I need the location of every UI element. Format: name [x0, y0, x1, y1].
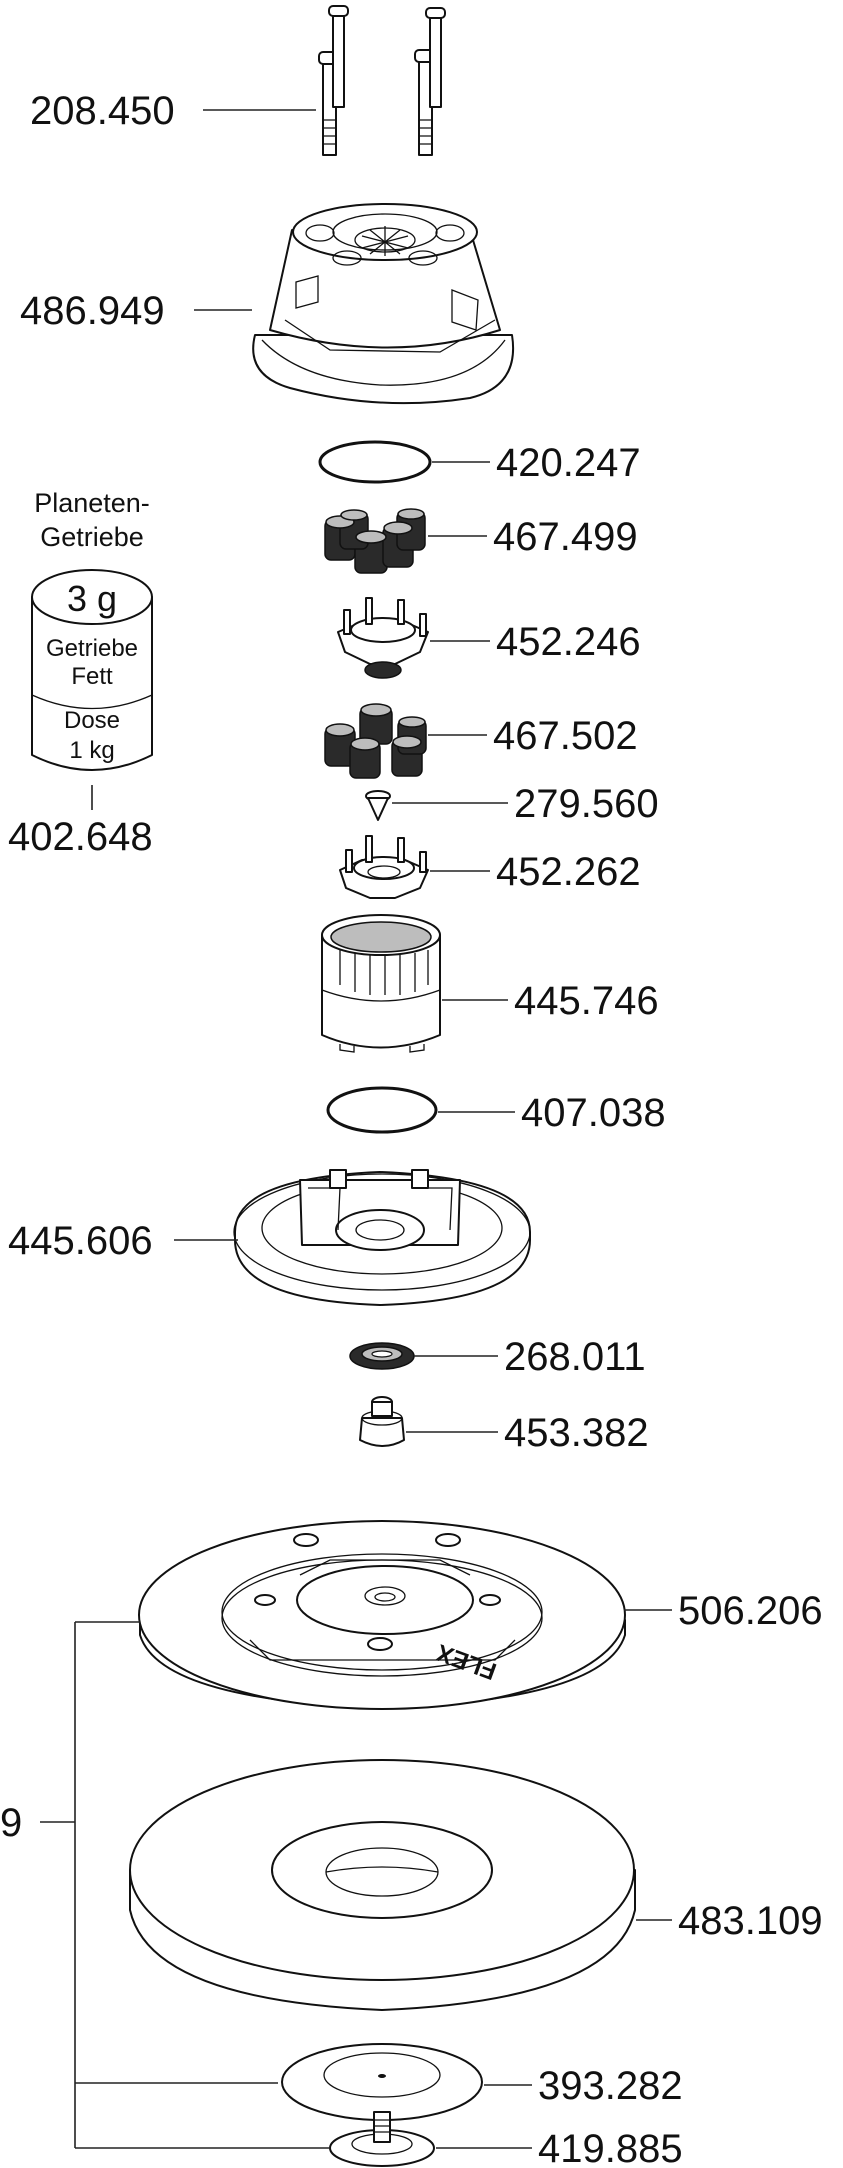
label-452-262: 452.262	[496, 850, 641, 894]
label-393-282: 393.282	[538, 2064, 683, 2108]
label-268-011: 268.011	[504, 1335, 646, 1379]
label-506-206: 506.206	[678, 1589, 823, 1633]
grease-type-line2: Fett	[71, 663, 113, 690]
grease-heading-line1: Planeten-	[34, 488, 150, 518]
label-407-038: 407.038	[521, 1091, 666, 1135]
screws-208-450	[318, 5, 446, 156]
disc-393-282	[281, 2043, 483, 2121]
label-445-746: 445.746	[514, 979, 659, 1023]
label-453-382: 453.382	[504, 1411, 649, 1455]
assembly-bracket	[40, 1621, 330, 2149]
label-assembly: 9	[0, 1801, 22, 1845]
label-483-109: 483.109	[678, 1899, 823, 1943]
label-467-502: 467.502	[493, 714, 638, 758]
housing-486-949	[252, 203, 515, 405]
oring-420-247	[318, 440, 432, 484]
label-208-450: 208.450	[30, 89, 175, 133]
label-279-560: 279.560	[514, 782, 659, 826]
grease-can-402-648: Planeten- Getriebe 3 g Getriebe Fett Dos…	[31, 488, 153, 771]
planet-carrier-452-262	[339, 835, 429, 899]
label-486-949: 486.949	[20, 289, 165, 333]
seal-268-011	[349, 1342, 415, 1370]
planet-gears-467-502	[324, 703, 427, 779]
grease-type-line1: Getriebe	[46, 635, 138, 662]
oring-407-038	[326, 1086, 438, 1134]
nut-453-382	[359, 1396, 405, 1447]
planet-carrier-452-246	[337, 597, 429, 679]
backing-pad-506-206: FLEX	[138, 1520, 626, 1710]
label-420-247: 420.247	[496, 441, 641, 485]
label-445-606: 445.606	[8, 1219, 153, 1263]
hub-419-885	[329, 2111, 435, 2167]
label-402-648: 402.648	[8, 815, 153, 859]
flange-445-606	[233, 1169, 531, 1306]
grease-amount: 3 g	[67, 578, 117, 619]
label-452-246: 452.246	[496, 620, 641, 664]
grease-can-line1: Dose	[64, 707, 120, 734]
small-screw-279-560	[365, 790, 391, 821]
label-419-885: 419.885	[538, 2127, 683, 2168]
grease-heading-line2: Getriebe	[40, 522, 144, 552]
foam-pad-483-109	[129, 1759, 636, 2011]
ring-gear-445-746	[321, 914, 441, 1053]
grease-can-line2: 1 kg	[69, 737, 114, 764]
label-467-499: 467.499	[493, 515, 638, 559]
planet-gears-467-499	[324, 508, 426, 574]
